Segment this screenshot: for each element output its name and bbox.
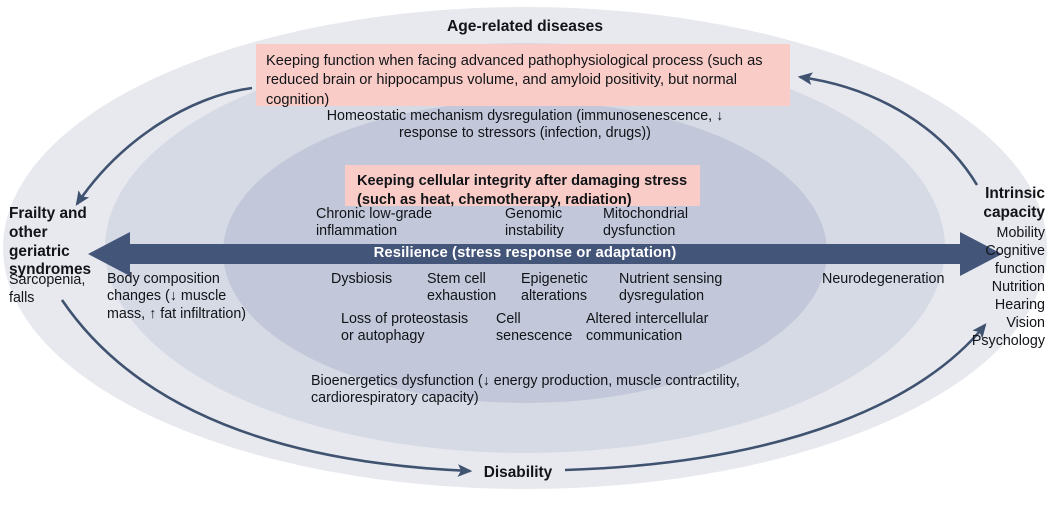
capacity-item-0: Mobility <box>996 225 1045 241</box>
frailty-item-0: Sarcopenia, <box>9 272 86 288</box>
capacity-item-3: Nutrition <box>991 279 1045 295</box>
hallmark-epigenetic-alterations: Epigenetic alterations <box>521 271 588 305</box>
capacity-item-5: Vision <box>1006 315 1045 331</box>
cellular-integrity-text: Keeping cellular integrity after damagin… <box>357 173 688 208</box>
resilience-double-arrow <box>88 232 1002 276</box>
hallmark-mitochondrial-dysfunction: Mitochondrial dysfunction <box>603 206 689 240</box>
frailty-item-1: falls <box>9 290 35 306</box>
hallmark-nutrient-sensing: Nutrient sensing dysregulation <box>619 271 723 305</box>
capacity-item-2: function <box>994 261 1045 277</box>
capacity-item-1: Cognitive <box>985 243 1045 259</box>
arrow-disease-to-frailty <box>75 86 253 206</box>
capacity-item-6: Psychology <box>971 333 1045 349</box>
age-related-disease-box: Keeping function when facing advanced pa… <box>256 44 790 108</box>
hallmark-dysbiosis: Dysbiosis <box>331 271 393 287</box>
hallmark-altered-intercellular: Altered intercellular communication <box>586 311 709 345</box>
hallmark-loss-of-proteostasis: Loss of proteostasis or autophagy <box>341 311 469 345</box>
disability-label: Disability <box>483 464 553 481</box>
page-title: Age-related diseases <box>446 18 603 35</box>
arrow-frailty-to-disability <box>60 299 473 477</box>
intrinsic-capacity-heading: Intrinsic capacity <box>983 185 1045 221</box>
hallmark-stem-cell-exhaustion: Stem cell exhaustion <box>427 271 497 305</box>
neurodegeneration-label: Neurodegeneration <box>822 271 945 287</box>
arrow-disability-to-capacity <box>564 323 987 472</box>
cellular-integrity-box: Keeping cellular integrity after damagin… <box>345 165 700 208</box>
hallmark-genomic-instability: Genomic instability <box>505 206 564 240</box>
hallmark-cell-senescence: Cell senescence <box>496 311 573 345</box>
homeostatic-label: Homeostatic mechanism dysregulation (imm… <box>326 108 724 142</box>
resilience-bar-label: Resilience (stress response or adaptatio… <box>373 245 677 261</box>
age-related-disease-text: Keeping function when facing advanced pa… <box>266 53 763 108</box>
body-composition-label: Body composition changes (↓ muscle mass,… <box>107 271 247 322</box>
bioenergetics-label: Bioenergetics dysfunction (↓ energy prod… <box>311 373 740 407</box>
hallmark-chronic-inflammation: Chronic low-grade inflammation <box>316 206 433 240</box>
arrow-capacity-to-disease <box>797 72 979 186</box>
frailty-heading: Frailty and other geriatric syndromes <box>9 205 92 279</box>
capacity-item-4: Hearing <box>994 297 1045 313</box>
